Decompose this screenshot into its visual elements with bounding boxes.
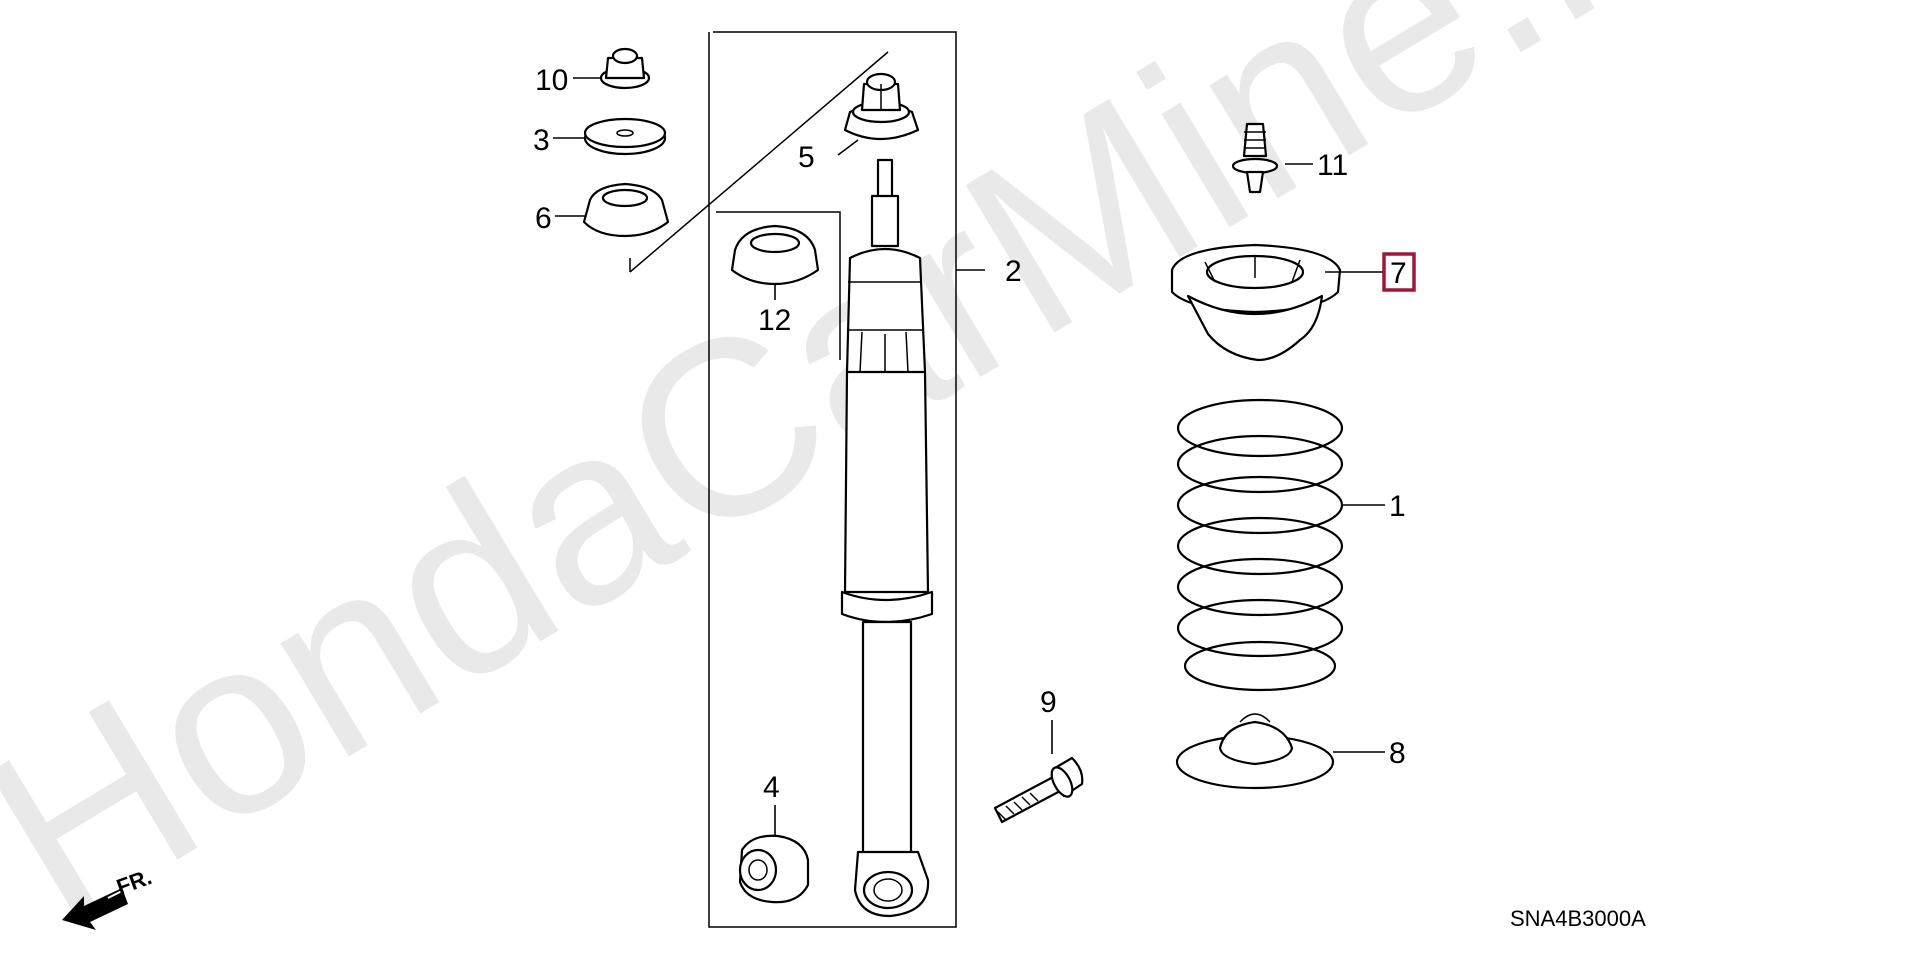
label-part-6: 6 — [535, 202, 552, 235]
part-1-coil-spring[interactable] — [1176, 398, 1385, 692]
label-part-10: 10 — [535, 64, 568, 97]
part-9-flange-bolt[interactable] — [993, 720, 1084, 824]
connector-line — [629, 51, 889, 273]
part-4-bushing[interactable] — [738, 805, 810, 904]
label-part-1: 1 — [1389, 490, 1406, 523]
part-3-washer[interactable] — [553, 117, 667, 156]
label-part-2: 2 — [1005, 255, 1022, 288]
arrow-left-icon — [62, 888, 128, 930]
part-6-mount-rubber[interactable] — [555, 182, 670, 272]
label-part-7-highlighted[interactable]: 7 — [1382, 252, 1416, 292]
part-10-flange-nut[interactable] — [573, 47, 651, 90]
part-5-self-locking-nut[interactable] — [837, 72, 920, 156]
diagram-code: SNA4B3000A — [1510, 906, 1646, 931]
part-8-lower-spring-seat[interactable] — [1175, 713, 1385, 790]
label-part-9: 9 — [1040, 686, 1057, 719]
label-part-4: 4 — [763, 771, 780, 804]
part-11-clip[interactable] — [1231, 122, 1313, 194]
label-part-12: 12 — [758, 304, 791, 337]
label-part-8: 8 — [1389, 737, 1406, 770]
part-12-dust-cover-cap[interactable] — [716, 211, 841, 360]
part-7-upper-spring-seat[interactable] — [1170, 243, 1384, 362]
label-part-5: 5 — [798, 141, 815, 174]
label-part-3: 3 — [533, 124, 550, 157]
part-2-shock-absorber[interactable] — [840, 158, 934, 918]
label-part-11: 11 — [1317, 149, 1348, 182]
label-part-7: 7 — [1390, 257, 1407, 290]
assembly-bracket-2 — [708, 31, 985, 928]
